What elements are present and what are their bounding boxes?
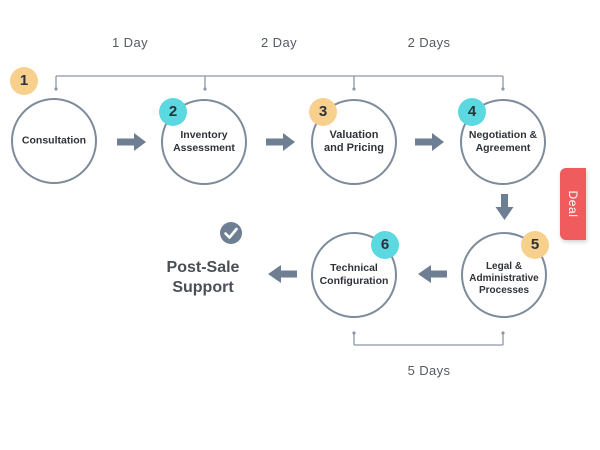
step-valuation-and-pricing: Valuation and Pricing: [311, 99, 397, 185]
step-label: Valuation and Pricing: [324, 129, 384, 154]
deal-tab-label: Deal: [566, 190, 580, 218]
top-timeline-bracket: [55, 75, 504, 88]
duration-label-2: 2 Day: [261, 35, 297, 50]
deal-tab[interactable]: Deal: [560, 168, 586, 240]
duration-label-3: 2 Days: [407, 35, 451, 50]
check-circle-icon: [220, 222, 242, 244]
arrow-4-to-5: [495, 194, 514, 220]
step-legal-administrative: Legal & Administrative Processes: [461, 232, 547, 318]
arrow-6-to-final: [268, 265, 297, 283]
step-number-badge-4: 4: [458, 98, 486, 126]
step-inventory-assessment: Inventory Assessment: [161, 99, 247, 185]
step-number-badge-6: 6: [371, 231, 399, 259]
arrow-3-to-4: [415, 133, 444, 151]
duration-label-4: 5 Days: [407, 363, 451, 378]
duration-label-1: 1 Day: [112, 35, 148, 50]
step-consultation: Consultation: [11, 98, 97, 184]
step-number-badge-3: 3: [309, 98, 337, 126]
step-label: Inventory Assessment: [173, 129, 235, 154]
step-label: Legal & Administrative Processes: [469, 261, 539, 297]
step-label: Consultation: [21, 134, 87, 147]
arrow-1-to-2: [117, 133, 146, 151]
arrow-5-to-6: [418, 265, 447, 283]
step-number-badge-5: 5: [521, 231, 549, 259]
step-label: Technical Configuration: [319, 262, 389, 287]
step-number-badge-2: 2: [159, 98, 187, 126]
step-label: Negotiation & Agreement: [468, 129, 538, 154]
bottom-timeline-bracket: [353, 334, 504, 346]
step-number-badge-1: 1: [10, 67, 38, 95]
arrow-2-to-3: [266, 133, 295, 151]
final-step-label: Post-Sale Support: [166, 259, 240, 296]
